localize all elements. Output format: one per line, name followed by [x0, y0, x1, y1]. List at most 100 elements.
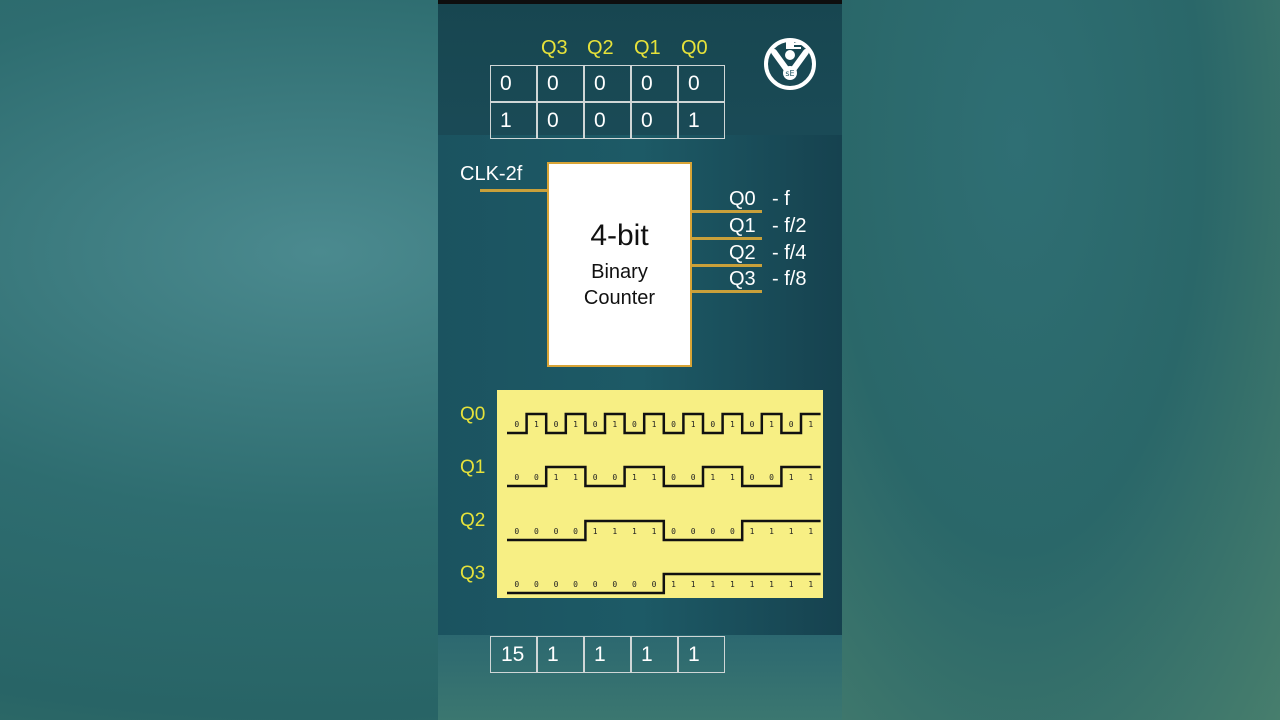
table-cell: 0	[490, 65, 537, 102]
table-cell: 0	[631, 65, 678, 102]
bit-label: 0	[710, 527, 715, 536]
bit-label: 1	[730, 473, 735, 482]
bit-label: 0	[573, 580, 578, 589]
bit-label: 0	[612, 473, 617, 482]
table-cell: 1	[490, 102, 537, 139]
output-wire-q2	[692, 264, 762, 267]
output-freq-q1: - f/2	[772, 215, 807, 237]
bit-label: 1	[730, 420, 735, 429]
bit-label: 0	[593, 580, 598, 589]
bit-label: 1	[808, 527, 813, 536]
bit-label: 0	[730, 527, 735, 536]
bit-label: 1	[652, 473, 657, 482]
output-freq-q3: - f/8	[772, 268, 807, 290]
table-cell: 0	[537, 102, 584, 139]
output-freq-q2: - f/4	[772, 242, 807, 264]
table-header-q3: Q3	[541, 37, 568, 59]
bit-label: 1	[808, 473, 813, 482]
waveform-q3	[507, 572, 821, 595]
brand-logo: sE	[764, 38, 816, 90]
clock-input-label: CLK-2f	[460, 163, 523, 185]
bit-label: 1	[671, 580, 676, 589]
bit-label: 0	[534, 527, 539, 536]
output-wire-q0	[692, 210, 762, 213]
bit-label: 0	[514, 420, 519, 429]
bit-label: 0	[554, 580, 559, 589]
output-wire-q1	[692, 237, 762, 240]
bit-label: 0	[593, 473, 598, 482]
table-cell: 1	[678, 102, 725, 139]
bit-label: 0	[534, 473, 539, 482]
bit-label: 1	[691, 580, 696, 589]
table-cell: 1	[584, 636, 631, 673]
table-cell: 0	[678, 65, 725, 102]
bit-label: 1	[808, 580, 813, 589]
bit-label: 1	[632, 527, 637, 536]
logo-text: sE	[785, 69, 794, 78]
bit-label: 0	[769, 473, 774, 482]
table-cell: 1	[678, 636, 725, 673]
table-cell: 0	[537, 65, 584, 102]
counter-subtitle-1: Binary	[591, 260, 648, 283]
bit-label: 1	[769, 420, 774, 429]
wave-label-q0: Q0	[460, 404, 486, 425]
bit-label: 1	[750, 527, 755, 536]
bit-label: 0	[671, 473, 676, 482]
bit-label: 0	[750, 473, 755, 482]
bit-label: 0	[691, 473, 696, 482]
output-wire-q3	[692, 290, 762, 293]
bit-label: 1	[710, 473, 715, 482]
bit-label: 0	[612, 580, 617, 589]
bit-label: 0	[671, 527, 676, 536]
waveform-q2	[507, 519, 821, 542]
bit-label: 1	[750, 580, 755, 589]
table-cell: 1	[631, 636, 678, 673]
table-cell: 15	[490, 636, 537, 673]
top-bar	[438, 0, 842, 4]
counter-title: 4-bit	[590, 218, 649, 252]
background-blur-right	[842, 0, 1280, 720]
timing-waveforms: 0 1 0 1 0 1 0 1 0 1 0 1 0 1 0 1 0 0 1 1 0 0 1 1 0 0 1 1 0 0 1 1 0 0 0 0 1 1 1 1…	[507, 412, 821, 595]
bit-label: 0	[573, 527, 578, 536]
bit-label: 1	[789, 473, 794, 482]
bit-label: 1	[808, 420, 813, 429]
table-header-q2: Q2	[587, 37, 614, 59]
bit-label: 1	[691, 420, 696, 429]
wave-label-q1: Q1	[460, 457, 486, 478]
bit-label: 1	[769, 580, 774, 589]
bit-label: 1	[730, 580, 735, 589]
bit-label: 0	[534, 580, 539, 589]
table-cell: 0	[584, 65, 631, 102]
counter-subtitle-2: Counter	[583, 286, 656, 309]
table-cell: 0	[631, 102, 678, 139]
bit-label: 0	[514, 580, 519, 589]
bit-label: 1	[632, 473, 637, 482]
bit-label: 1	[652, 420, 657, 429]
output-label-q2: Q2	[729, 242, 756, 264]
output-label-q0: Q0	[729, 188, 756, 210]
table-cell: 1	[537, 636, 584, 673]
video-panel: Q3 Q2 Q1 Q0 0 0 0 0 0 1 0 0 0 1 15 1 1 1…	[438, 0, 842, 720]
bit-label: 0	[710, 420, 715, 429]
bit-label: 0	[554, 420, 559, 429]
bit-label: 0	[671, 420, 676, 429]
bit-label: 0	[554, 527, 559, 536]
bit-label: 1	[769, 527, 774, 536]
bit-label: 0	[514, 527, 519, 536]
bit-label: 0	[593, 420, 598, 429]
table-header-q0: Q0	[681, 37, 708, 59]
wave-label-q3: Q3	[460, 563, 486, 584]
bit-label: 1	[789, 527, 794, 536]
bit-label: 0	[652, 580, 657, 589]
table-cell: 0	[584, 102, 631, 139]
output-label-q3: Q3	[729, 268, 756, 290]
bit-label: 0	[789, 420, 794, 429]
bit-label: 1	[612, 420, 617, 429]
output-label-q1: Q1	[729, 215, 756, 237]
bit-label: 0	[691, 527, 696, 536]
bit-label: 0	[514, 473, 519, 482]
bottom-background	[438, 635, 842, 720]
bit-label: 1	[710, 580, 715, 589]
waveform-q1	[507, 465, 821, 488]
bit-label: 1	[789, 580, 794, 589]
